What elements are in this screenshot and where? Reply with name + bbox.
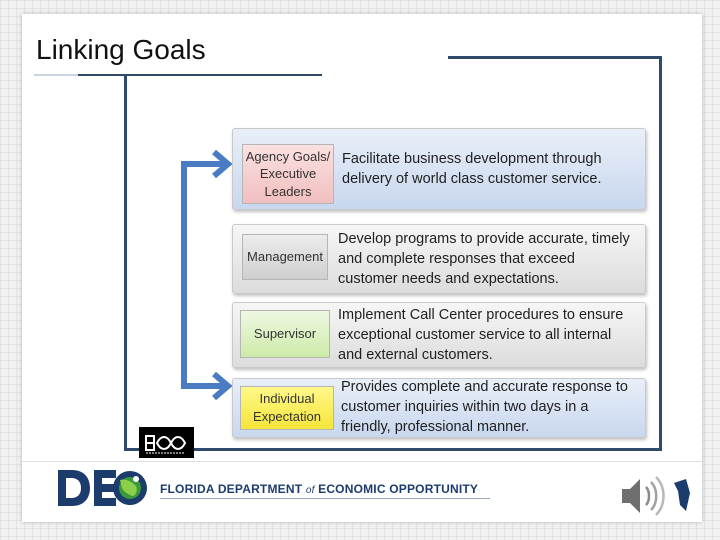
- description-individual: Provides complete and accurate response …: [341, 379, 628, 435]
- title-underline-accent: [34, 74, 78, 76]
- description-agency: Facilitate business development through …: [342, 151, 602, 187]
- deo-logo-icon: [58, 470, 147, 506]
- label-individual: Individual Expectation: [240, 386, 334, 430]
- description-supervisor: Implement Call Center procedures to ensu…: [338, 307, 624, 363]
- department-name-part1: FLORIDA DEPARTMENT: [160, 482, 303, 496]
- frame-right-line: [659, 56, 662, 450]
- title-underline: [34, 74, 322, 76]
- label-agency-goals: Agency Goals/ Executive Leaders: [242, 144, 334, 204]
- bidirectional-arrow-icon: [181, 150, 233, 400]
- slide-title: Linking Goals: [36, 34, 206, 65]
- frame-left-line: [124, 74, 127, 450]
- speaker-icon[interactable]: [618, 471, 698, 521]
- department-name: FLORIDA DEPARTMENT of ECONOMIC OPPORTUNI…: [160, 482, 478, 496]
- frame-bottom-line: [124, 448, 662, 451]
- label-supervisor: Supervisor: [240, 310, 330, 358]
- department-name-part2: ECONOMIC OPPORTUNITY: [318, 482, 479, 496]
- description-management: Develop programs to provide accurate, ti…: [338, 231, 630, 287]
- frame-top-line: [448, 56, 662, 59]
- footer-divider: [22, 461, 702, 462]
- department-name-of: of: [305, 485, 315, 496]
- label-management: Management: [242, 234, 328, 280]
- department-underline: [160, 498, 490, 499]
- exo-logo-icon: [139, 427, 194, 458]
